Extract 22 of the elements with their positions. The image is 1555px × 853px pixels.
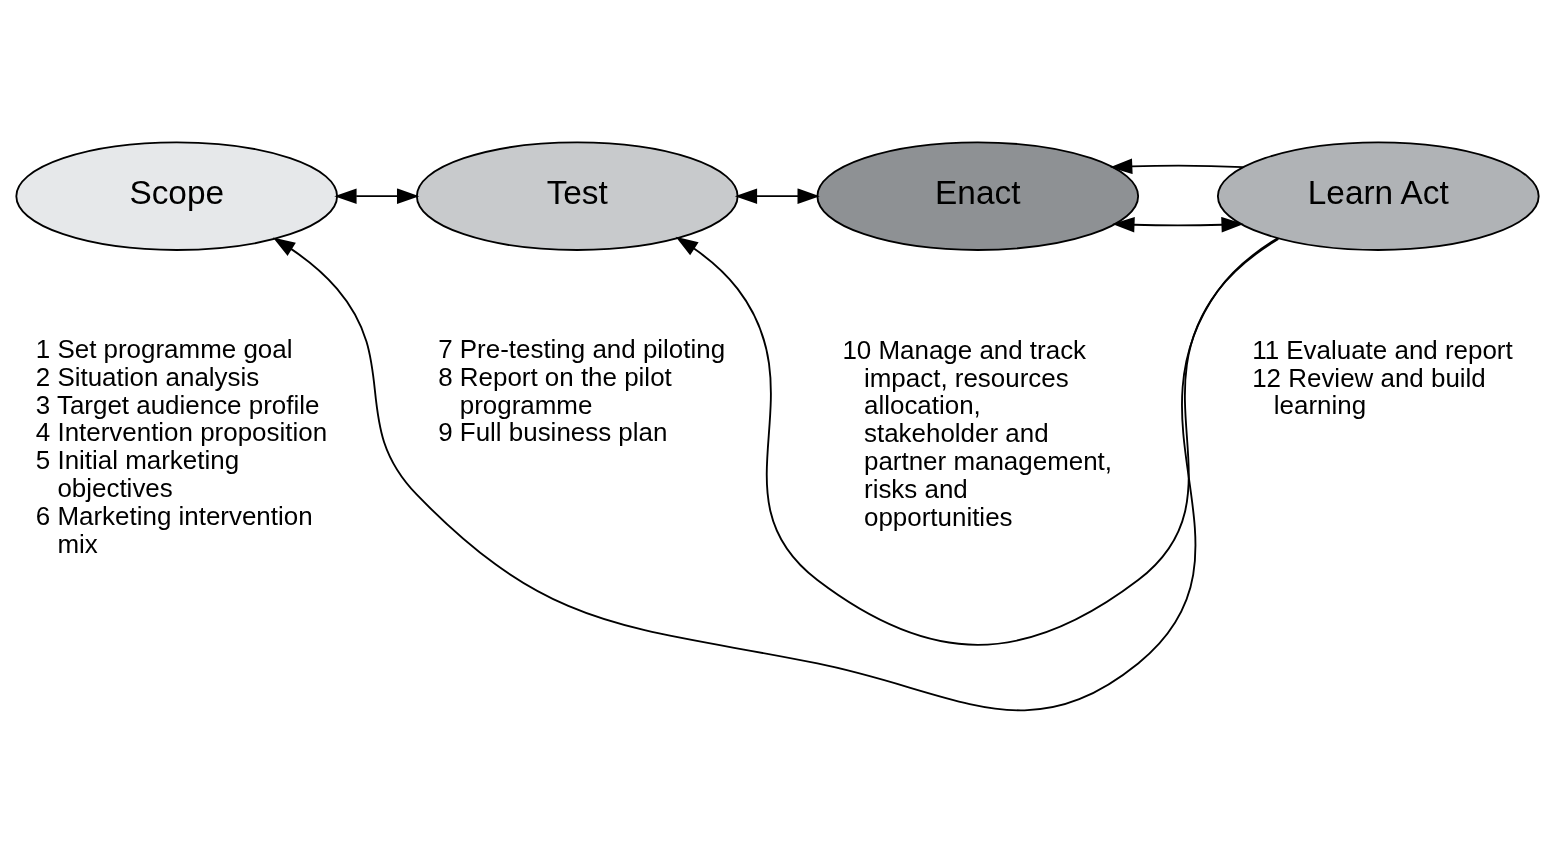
node-label: 5 Initial marketing objectives bbox=[35, 446, 240, 502]
node-label: 3 Target audience profile bbox=[35, 390, 320, 419]
node-label: 2 Situation analysis bbox=[35, 362, 260, 391]
node-ellipse: Scope bbox=[15, 141, 339, 251]
node-ellipse: Enact bbox=[816, 141, 1140, 251]
arrow bbox=[675, 236, 1280, 646]
node-ellipse: Learn Act bbox=[1216, 141, 1540, 251]
node-label: 4 Intervention proposition bbox=[35, 418, 328, 447]
node-label: 12 Review and build learning bbox=[1252, 363, 1486, 420]
arrow bbox=[734, 188, 820, 204]
node-ellipse: Test bbox=[415, 141, 739, 251]
arrow bbox=[1110, 158, 1244, 175]
node-label: 11 Evaluate and report bbox=[1252, 335, 1513, 364]
node-label: 7 Pre-testing and piloting bbox=[438, 334, 726, 363]
arrow bbox=[272, 237, 1279, 712]
node-label: 9 Full business plan bbox=[438, 418, 668, 447]
arrow bbox=[1112, 216, 1244, 233]
node-label: 6 Marketing intervention mix bbox=[35, 501, 313, 558]
node-label: 8 Report on the pilot programme bbox=[438, 362, 672, 419]
node-label: 10 Manage and track impact, resources allocation, stakeholder and partner management, risks and opportunities bbox=[842, 335, 1113, 531]
arrow bbox=[334, 188, 420, 204]
node-label: 1 Set programme goal bbox=[35, 334, 293, 363]
